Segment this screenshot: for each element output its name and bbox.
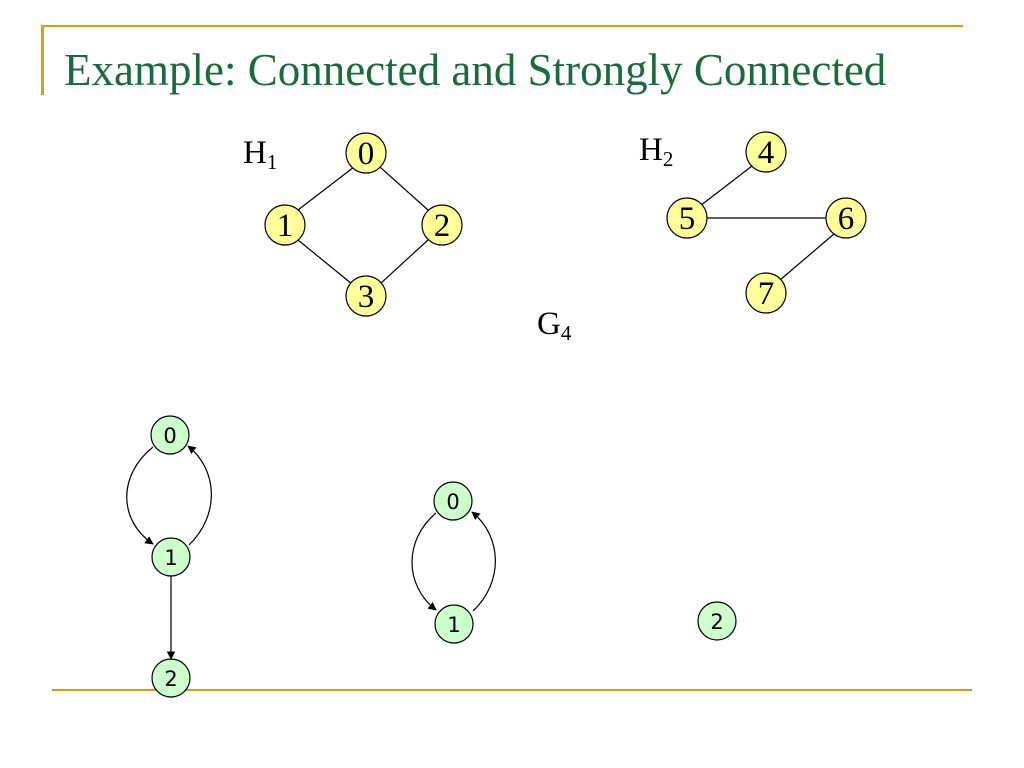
digraph-left-node-2-label: 2: [164, 667, 177, 691]
digraph-right-nodes: 2: [697, 601, 737, 641]
graph-label-h1: H1: [243, 135, 277, 180]
h1-edge-1-3: [297, 239, 353, 285]
digraph-mid-nodes: 0 1: [433, 481, 474, 644]
digraph-left-node-1: 1: [151, 537, 191, 577]
digraph-left-nodes: 0 1 2: [150, 415, 191, 698]
h2-edges: [699, 165, 835, 281]
digraph-mid-node-1: 1: [434, 604, 474, 644]
h1-edge-0-1: [297, 166, 355, 211]
slide-title: Example: Connected and Strongly Connecte…: [64, 45, 887, 95]
digraph-left-node-1-label: 1: [164, 546, 177, 570]
h1-nodes: 0 1 2 3: [264, 132, 463, 317]
h2-node-5: 5: [666, 197, 708, 239]
digraph-mid-edge-0-1: [411, 512, 437, 611]
h1-edges: [297, 166, 429, 285]
digraph-mid-edges: [411, 511, 496, 612]
digraph-mid-node-1-label: 1: [447, 613, 460, 637]
title-accent-vertical-line: [41, 25, 44, 95]
h2-node-6: 6: [825, 197, 867, 239]
graph-label-g4: G4: [537, 306, 571, 351]
digraph-mid-node-0-label: 0: [446, 490, 459, 514]
h1-edge-2-3: [379, 239, 429, 285]
bottom-accent-line: [52, 689, 972, 691]
h1-node-3: 3: [345, 275, 387, 317]
digraph-left-edge-0-1: [126, 446, 154, 545]
h1-node-2-label: 2: [434, 208, 451, 244]
h2-node-7: 7: [745, 272, 787, 314]
digraph-mid-edge-1-0: [471, 511, 496, 612]
digraph-mid-node-0: 0: [433, 481, 473, 521]
h1-edge-0-2: [379, 166, 429, 211]
graph-label-h2-sub: 2: [662, 147, 674, 171]
digraph-right-node-2: 2: [697, 601, 737, 641]
h2-node-5-label: 5: [679, 201, 696, 237]
h1-node-2: 2: [421, 204, 463, 246]
h2-node-6-label: 6: [838, 201, 855, 237]
h2-edge-4-5: [699, 165, 753, 207]
digraph-left-edge-1-0: [187, 445, 212, 546]
title-accent-top-line: [41, 25, 963, 27]
graph-label-h1-sub: 1: [266, 150, 278, 174]
digraph-left-node-0: 0: [150, 415, 190, 455]
digraph-right-node-2-label: 2: [710, 610, 723, 634]
digraph-left-edges: [126, 445, 212, 660]
graph-label-h2: H2: [639, 132, 673, 177]
h1-node-0-label: 0: [358, 136, 375, 172]
h1-node-1: 1: [264, 204, 306, 246]
h1-node-0: 0: [345, 132, 387, 174]
h2-node-4: 4: [745, 131, 787, 173]
digraph-left-node-2: 2: [151, 658, 191, 698]
digraph-left-node-0-label: 0: [163, 424, 176, 448]
h1-node-1-label: 1: [277, 208, 294, 244]
h1-node-3-label: 3: [358, 279, 375, 315]
graph-label-g4-sub: 4: [560, 321, 572, 345]
h2-node-4-label: 4: [758, 135, 775, 171]
graph-label-h2-main: H: [639, 132, 663, 168]
h2-edge-6-7: [779, 233, 835, 281]
h2-nodes: 4 5 6 7: [666, 131, 867, 314]
graph-label-g4-main: G: [537, 306, 561, 342]
h2-node-7-label: 7: [758, 276, 775, 312]
graph-label-h1-main: H: [243, 135, 267, 171]
